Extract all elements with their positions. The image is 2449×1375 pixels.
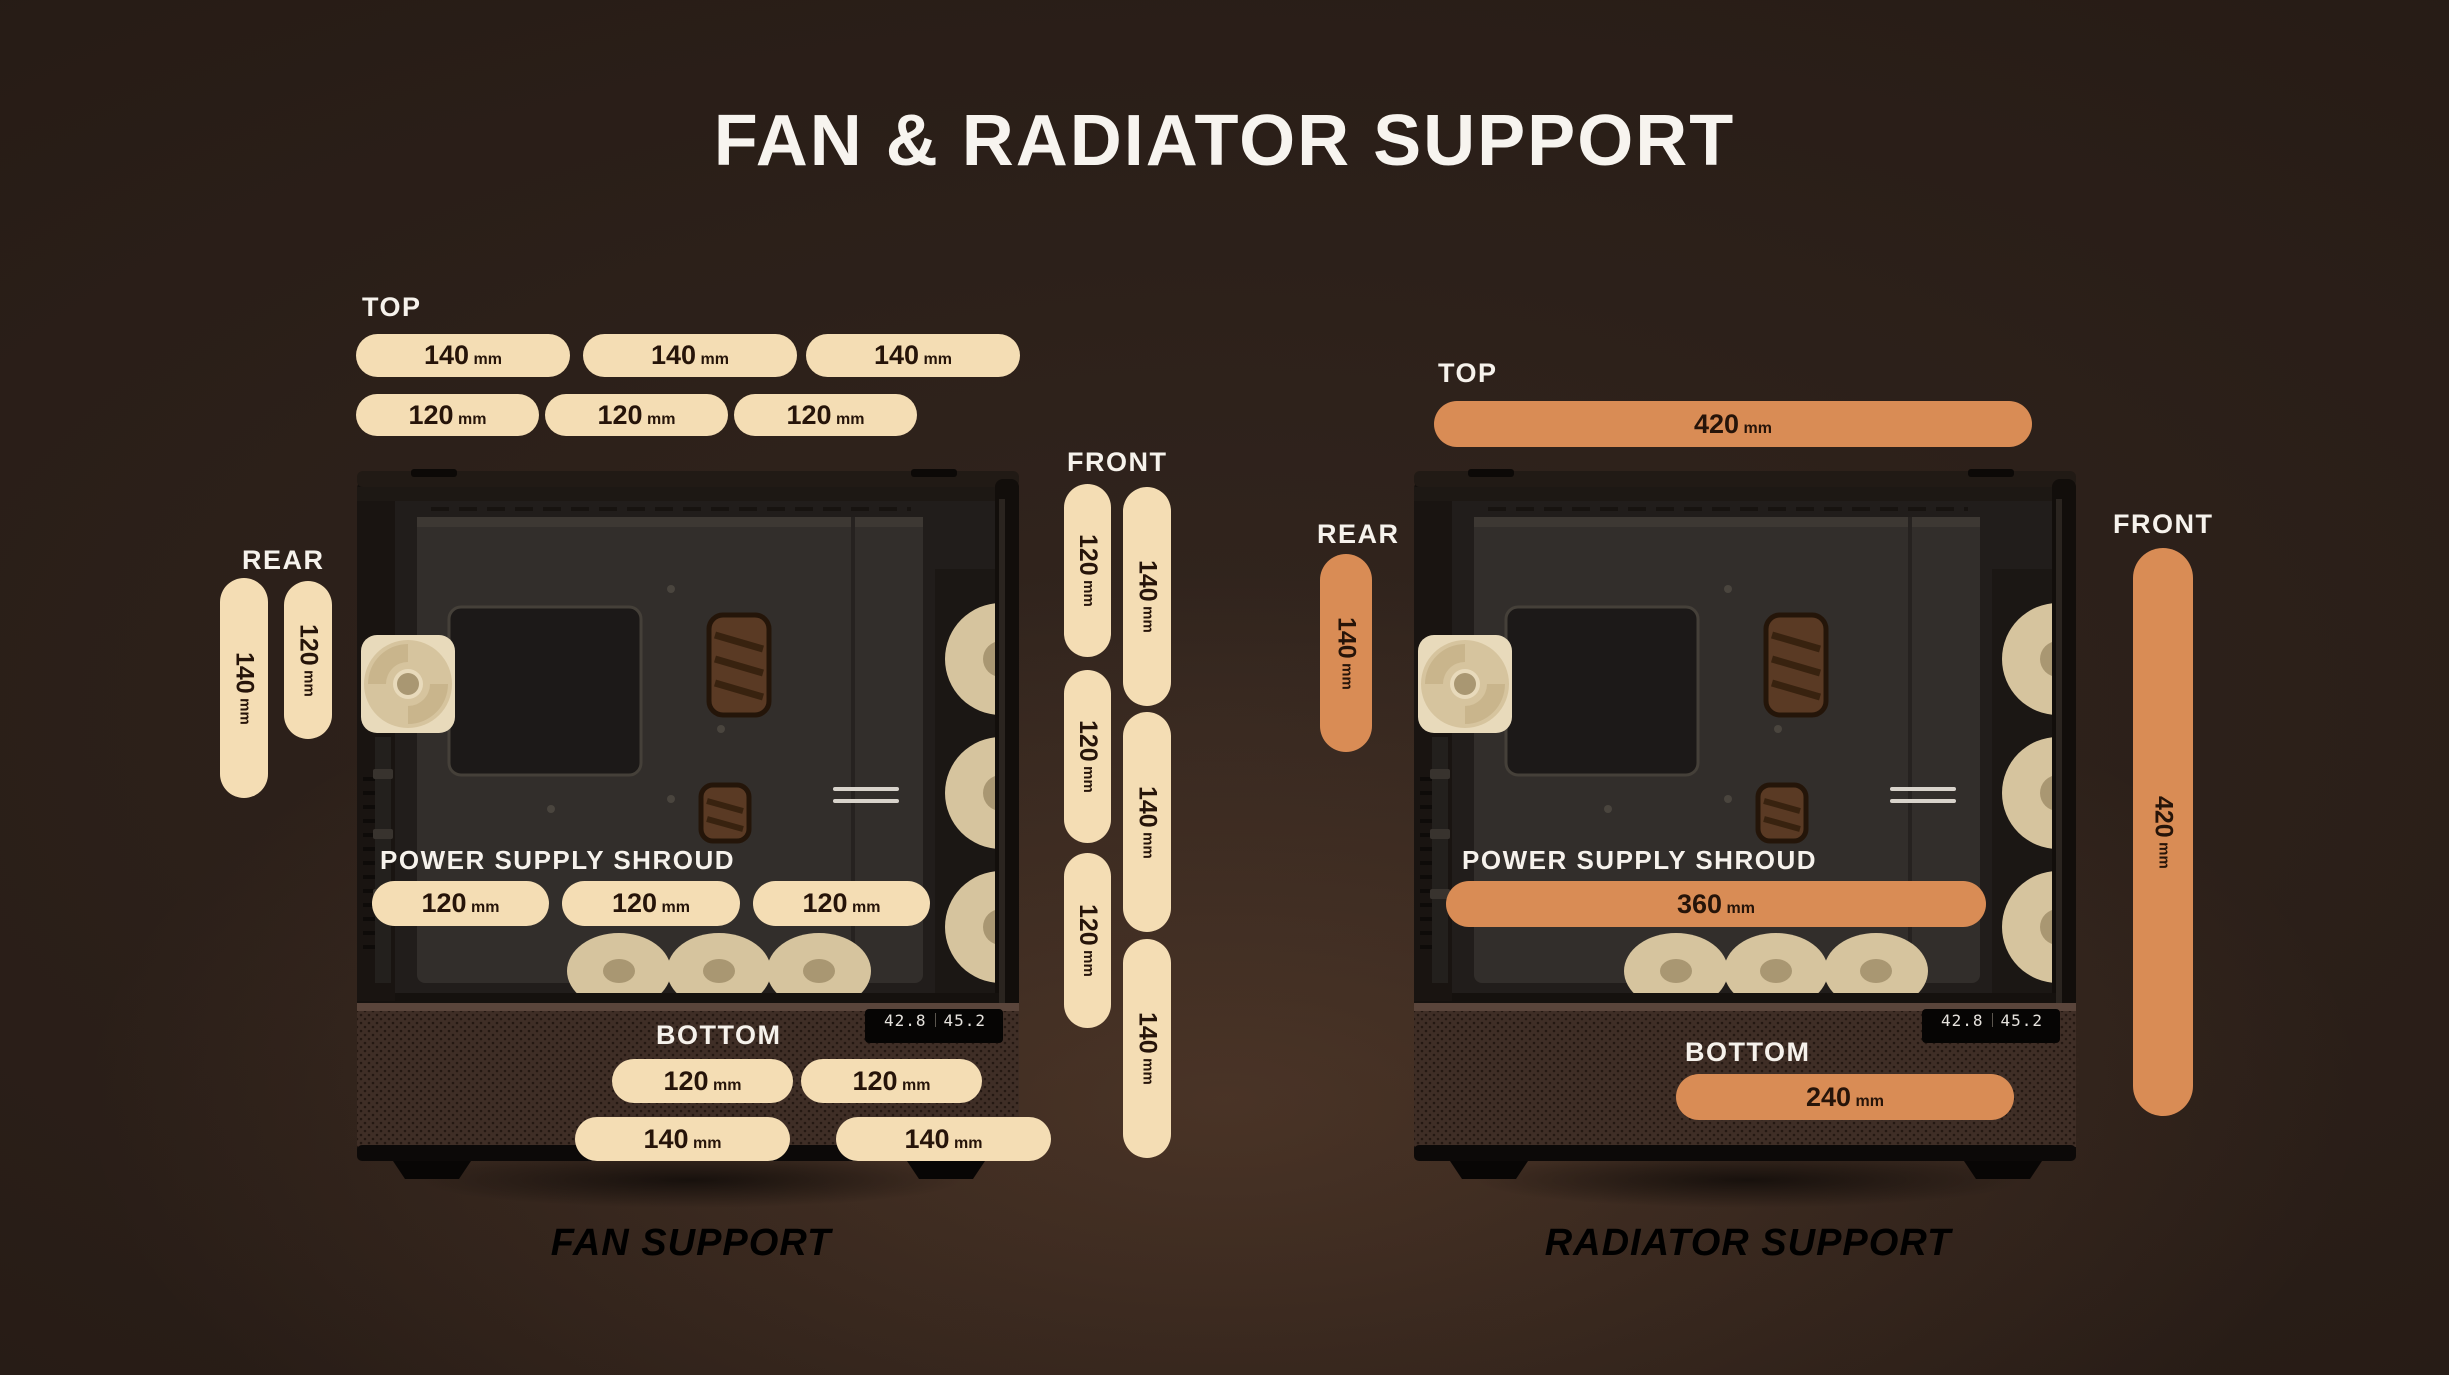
fan-front-140-pill-2: 140 mm — [1123, 712, 1171, 932]
pill-unit: mm — [473, 351, 502, 368]
pill-value: 420 — [2149, 795, 2178, 838]
pill-value: 120 — [597, 399, 643, 430]
pill-value: 240 — [1806, 1081, 1852, 1112]
pill-value: 140 — [874, 340, 920, 370]
pill-value: 140 — [230, 651, 259, 694]
fan-shroud-120-pill-2: 120 mm — [562, 881, 740, 926]
pill-value: 140 — [643, 1123, 689, 1154]
pill-value: 120 — [663, 1065, 709, 1096]
pill-unit: mm — [1139, 1058, 1157, 1085]
pill-unit: mm — [236, 697, 254, 725]
pill-value: 120 — [802, 888, 848, 918]
fan-top-140-pill-2: 140 mm — [583, 334, 797, 377]
fan-front-120-pill-2: 120 mm — [1064, 670, 1111, 843]
pill-value: 140 — [1133, 785, 1162, 828]
radiator-bottom-240-pill: 240 mm — [1676, 1074, 2014, 1120]
pill-unit: mm — [1080, 950, 1097, 977]
fan-top-120-pill-2: 120 mm — [545, 394, 728, 436]
fan-bottom-120-pill-2: 120 mm — [801, 1059, 982, 1103]
fan-bottom-label: BOTTOM — [656, 1020, 782, 1050]
pill-unit: mm — [713, 1076, 742, 1094]
fan-front-140-pill-1: 140 mm — [1123, 487, 1171, 706]
radiator-bottom-label: BOTTOM — [1685, 1037, 1811, 1067]
fan-front-140-pill-3: 140 mm — [1123, 939, 1171, 1158]
fan-front-120-pill-1: 120 mm — [1064, 484, 1111, 657]
fan-shroud-120-pill-1: 120 mm — [372, 881, 549, 926]
pill-unit: mm — [693, 1134, 722, 1152]
pill-value: 140 — [1332, 616, 1361, 659]
temp-value-2: 45.2 — [2000, 1010, 2044, 1030]
fan-bottom-120-pill-1: 120 mm — [612, 1059, 793, 1103]
fan-front-label: FRONT — [1067, 447, 1168, 477]
fan-top-120-pill-1: 120 mm — [356, 394, 539, 436]
temperature-display: 42.8 45.2 — [1926, 1004, 2058, 1036]
pill-unit: mm — [1080, 766, 1097, 793]
pill-unit: mm — [471, 899, 500, 916]
fan-front-120-pill-3: 120 mm — [1064, 853, 1111, 1028]
pill-value: 140 — [904, 1123, 950, 1154]
radiator-top-label: TOP — [1438, 358, 1498, 388]
temp-value-1: 42.8 — [883, 1010, 927, 1030]
fan-rear-label: REAR — [242, 545, 325, 575]
lcd-divider — [934, 1013, 936, 1027]
pill-unit: mm — [647, 410, 676, 428]
radiator-shroud-label: POWER SUPPLY SHROUD — [1462, 845, 1818, 875]
pill-unit: mm — [836, 410, 865, 428]
radiator-top-420-pill: 420 mm — [1434, 401, 2032, 447]
fan-bottom-140-pill-1: 140 mm — [575, 1117, 790, 1161]
radiator-rear-label: REAR — [1317, 519, 1400, 549]
pill-unit: mm — [700, 351, 729, 368]
pill-unit: mm — [1726, 899, 1755, 917]
radiator-front-420-pill: 420 mm — [2133, 548, 2193, 1116]
pill-unit: mm — [661, 899, 690, 916]
fan-rear-120-pill: 120 mm — [284, 581, 332, 739]
pill-unit: mm — [923, 351, 952, 368]
pill-value: 140 — [424, 340, 470, 370]
pill-value: 140 — [1133, 1012, 1162, 1054]
radiator-support-caption: RADIATOR SUPPORT — [1544, 1222, 1952, 1264]
pill-value: 120 — [786, 399, 832, 430]
pill-value: 120 — [1074, 720, 1102, 762]
pill-value: 360 — [1677, 888, 1723, 919]
pill-value: 120 — [1074, 904, 1102, 946]
fan-top-140-pill-1: 140 mm — [356, 334, 570, 377]
pill-unit: mm — [1139, 606, 1157, 633]
lcd-divider — [1991, 1013, 1993, 1027]
fan-bottom-140-pill-2: 140 mm — [836, 1117, 1051, 1161]
fan-top-140-pill-3: 140 mm — [806, 334, 1020, 377]
fan-top-120-pill-3: 120 mm — [734, 394, 917, 436]
fan-shroud-120-pill-3: 120 mm — [753, 881, 930, 926]
pill-unit: mm — [1743, 419, 1772, 437]
pill-unit: mm — [1338, 662, 1356, 690]
temperature-display: 42.8 45.2 — [869, 1004, 1001, 1036]
pill-value: 120 — [421, 888, 467, 918]
fan-support-caption: FAN SUPPORT — [550, 1222, 832, 1264]
pill-unit: mm — [1139, 831, 1157, 859]
radiator-rear-140-pill: 140 mm — [1320, 554, 1372, 752]
temp-value-1: 42.8 — [1940, 1010, 1984, 1030]
temp-value-2: 45.2 — [943, 1010, 987, 1030]
pill-unit: mm — [300, 669, 318, 697]
radiator-shroud-360-pill: 360 mm — [1446, 881, 1986, 927]
pill-value: 140 — [651, 340, 697, 370]
pill-unit: mm — [2155, 841, 2173, 869]
pill-unit: mm — [1080, 580, 1097, 607]
pill-value: 120 — [294, 623, 323, 666]
pill-value: 120 — [612, 888, 658, 918]
fan-rear-140-pill: 140 mm — [220, 578, 268, 798]
fan-top-label: TOP — [362, 292, 422, 322]
pill-value: 120 — [408, 399, 454, 430]
pill-unit: mm — [902, 1076, 931, 1094]
fan-shroud-label: POWER SUPPLY SHROUD — [380, 845, 736, 875]
pill-value: 120 — [1074, 534, 1102, 576]
pill-unit: mm — [852, 899, 881, 916]
pill-unit: mm — [458, 410, 487, 428]
pill-value: 140 — [1133, 560, 1162, 602]
pill-value: 120 — [852, 1065, 898, 1096]
pill-unit: mm — [1855, 1092, 1884, 1110]
radiator-front-label: FRONT — [2113, 509, 2214, 539]
pill-unit: mm — [954, 1134, 983, 1152]
pill-value: 420 — [1694, 408, 1740, 439]
page-title: FAN & RADIATOR SUPPORT — [713, 101, 1736, 181]
